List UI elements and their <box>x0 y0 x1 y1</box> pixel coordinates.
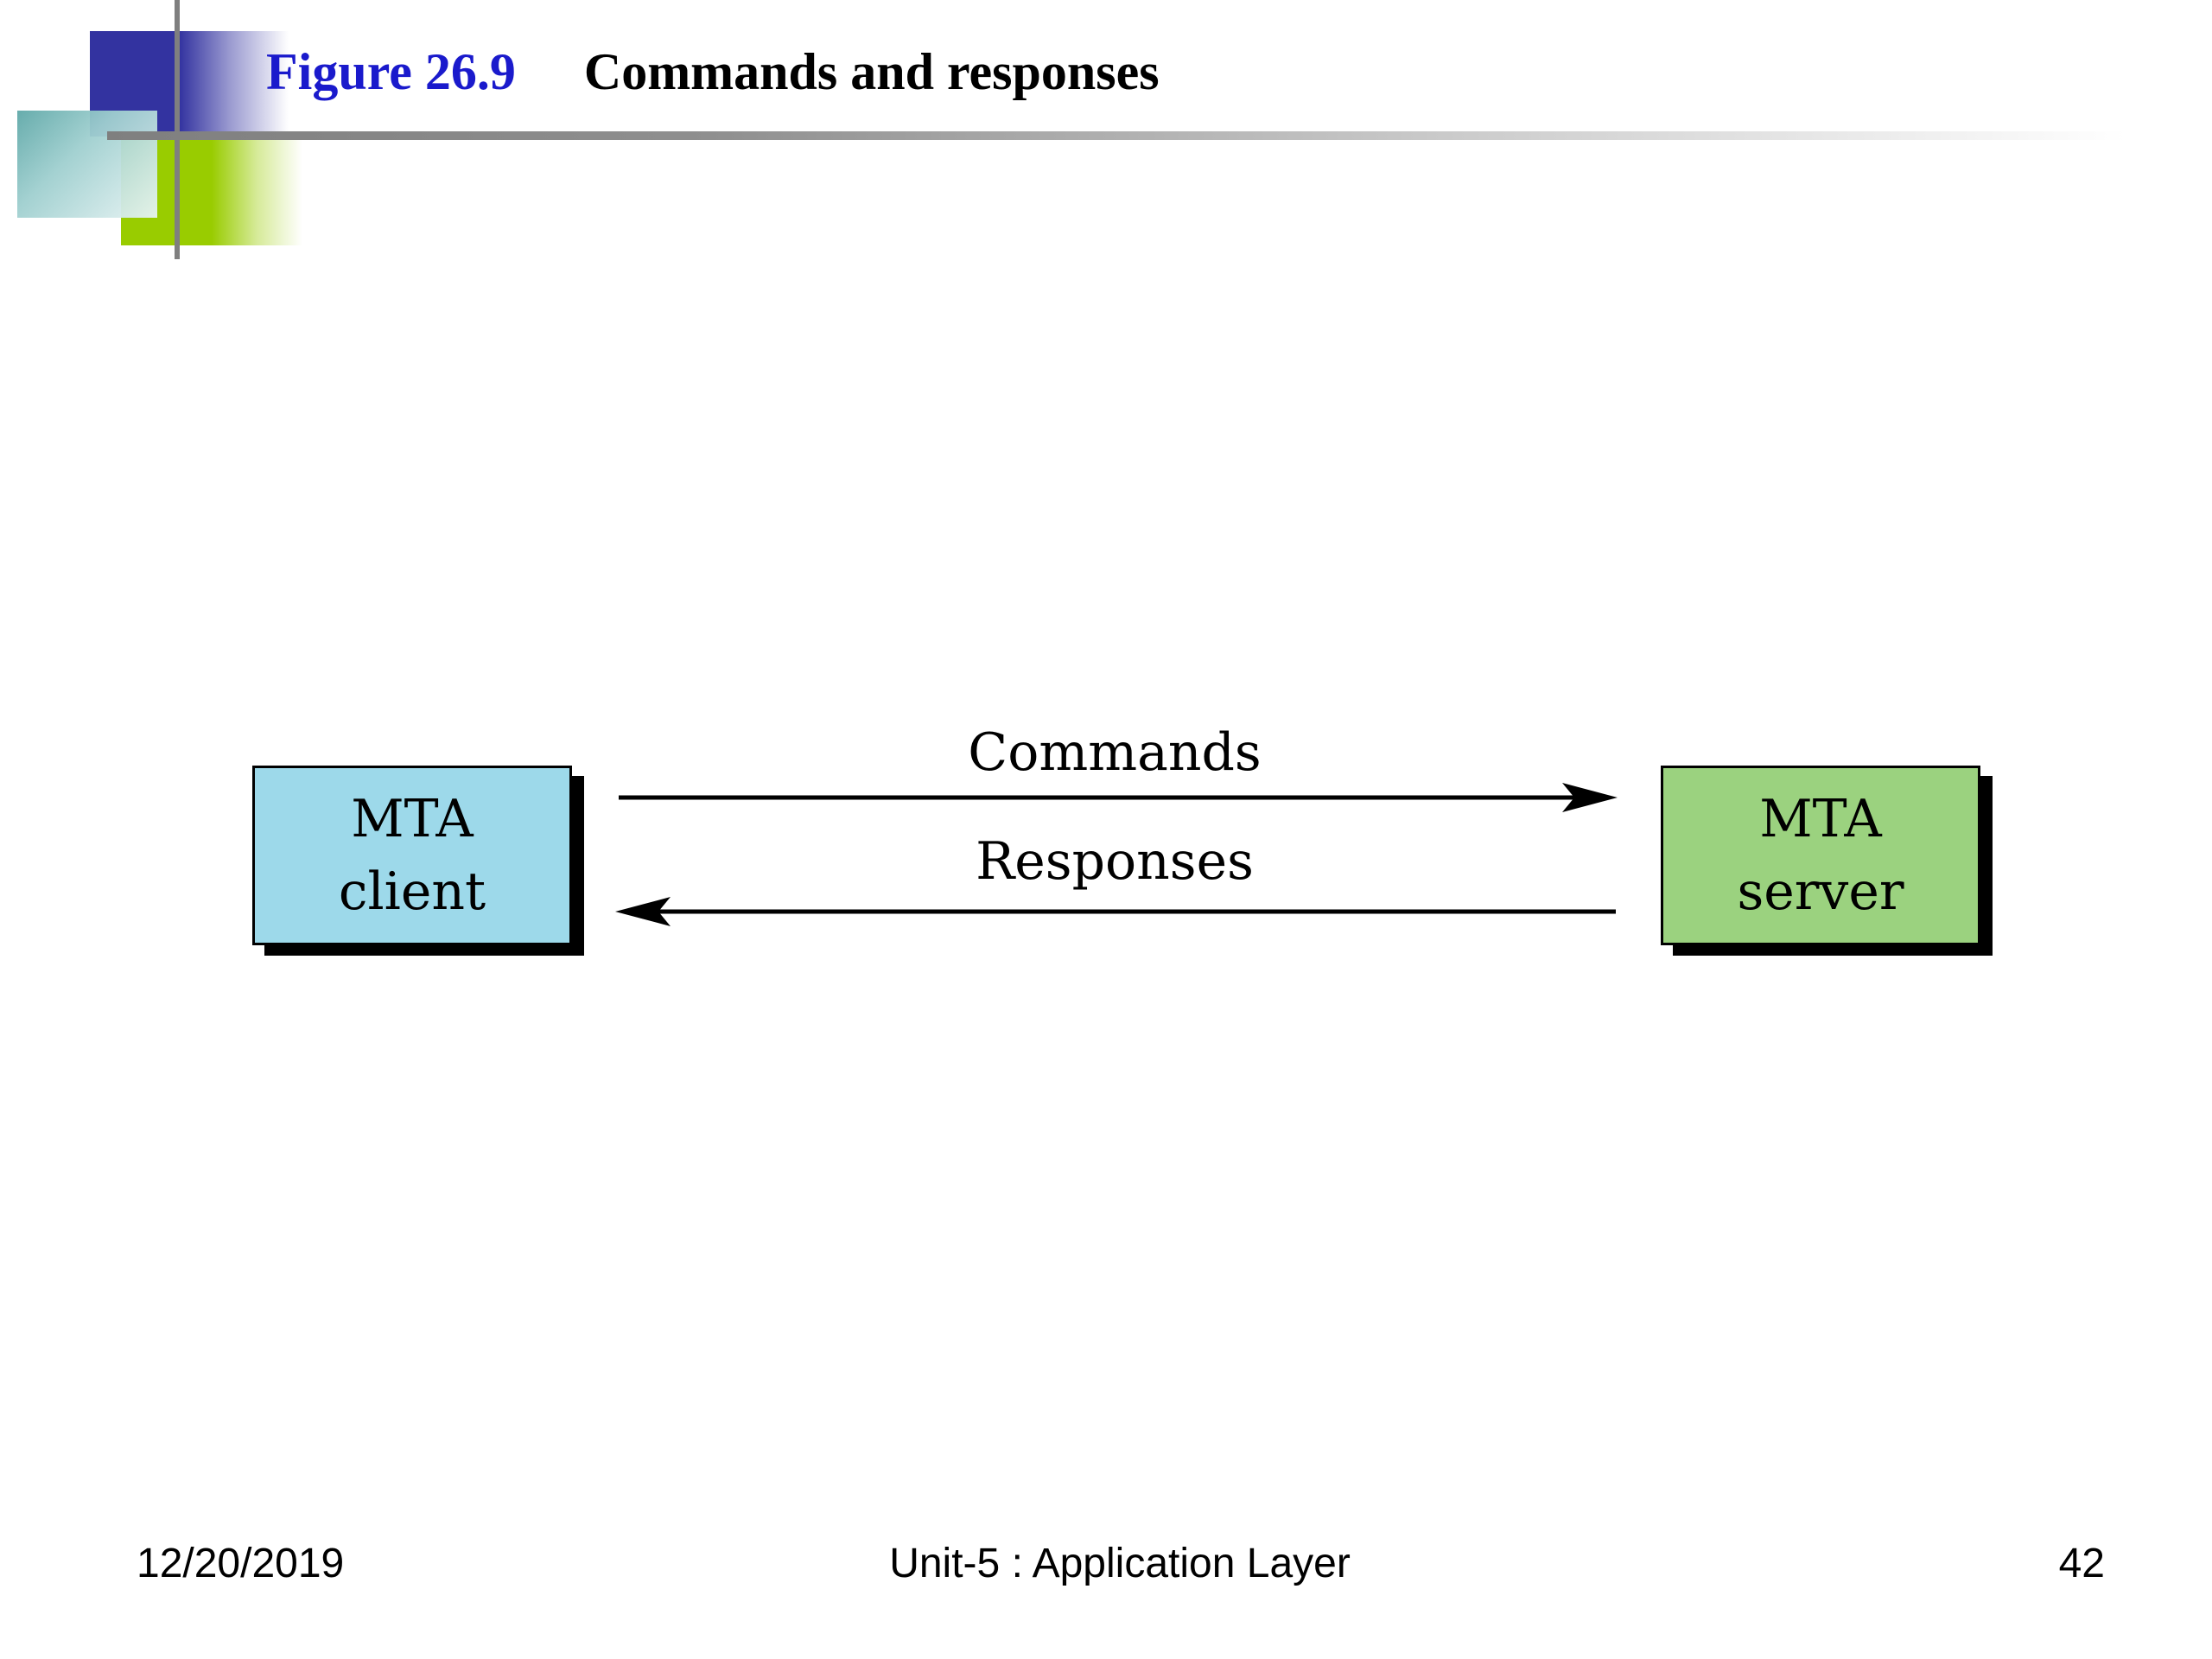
commands-arrowhead <box>1562 783 1618 812</box>
footer-date: 12/20/2019 <box>137 1541 345 1586</box>
header-ornament-vertical-rule <box>175 0 180 259</box>
page-number: 42 <box>2058 1541 2105 1586</box>
figure-title: Commands and responses <box>583 43 1160 100</box>
mta-client-line2: client <box>338 861 486 922</box>
commands-label: Commands <box>968 722 1262 783</box>
footer-title: Unit-5 : Application Layer <box>889 1541 1351 1586</box>
slide-title: Figure 26.9 Commands and responses <box>266 33 1160 111</box>
mta-client-line1: MTA <box>351 789 474 849</box>
mta-server-line1: MTA <box>1759 789 1882 849</box>
responses-arrowhead <box>615 897 671 926</box>
mta-client-box: MTA client <box>252 766 572 945</box>
mta-server-line2: server <box>1737 861 1904 922</box>
mta-server-box: MTA server <box>1661 766 1980 945</box>
header-rule <box>107 131 2126 140</box>
figure-number: Figure 26.9 <box>266 43 516 100</box>
responses-label: Responses <box>976 831 1254 892</box>
header-ornament-teal <box>17 111 157 218</box>
